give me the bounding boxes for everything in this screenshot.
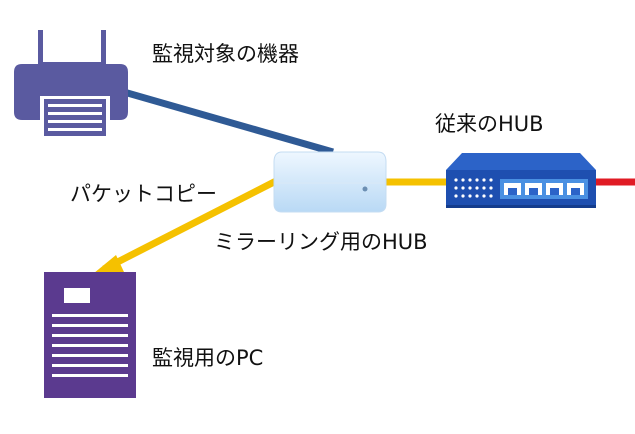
- packet-copy-label: パケットコピー: [70, 182, 217, 206]
- mirror-hub-icon: [273, 151, 387, 213]
- monitoring-pc-label: 監視用のPC: [152, 346, 264, 370]
- network-switch-icon: [446, 153, 596, 208]
- printer-icon: [14, 30, 128, 136]
- legacy-hub-label: 従来のHUB: [435, 112, 544, 136]
- device-link-line: [123, 88, 334, 156]
- mirroring-hub-label: ミラーリング用のHUB: [214, 230, 428, 254]
- server-pc-icon: [44, 272, 136, 398]
- monitored-device-label: 監視対象の機器: [152, 42, 299, 66]
